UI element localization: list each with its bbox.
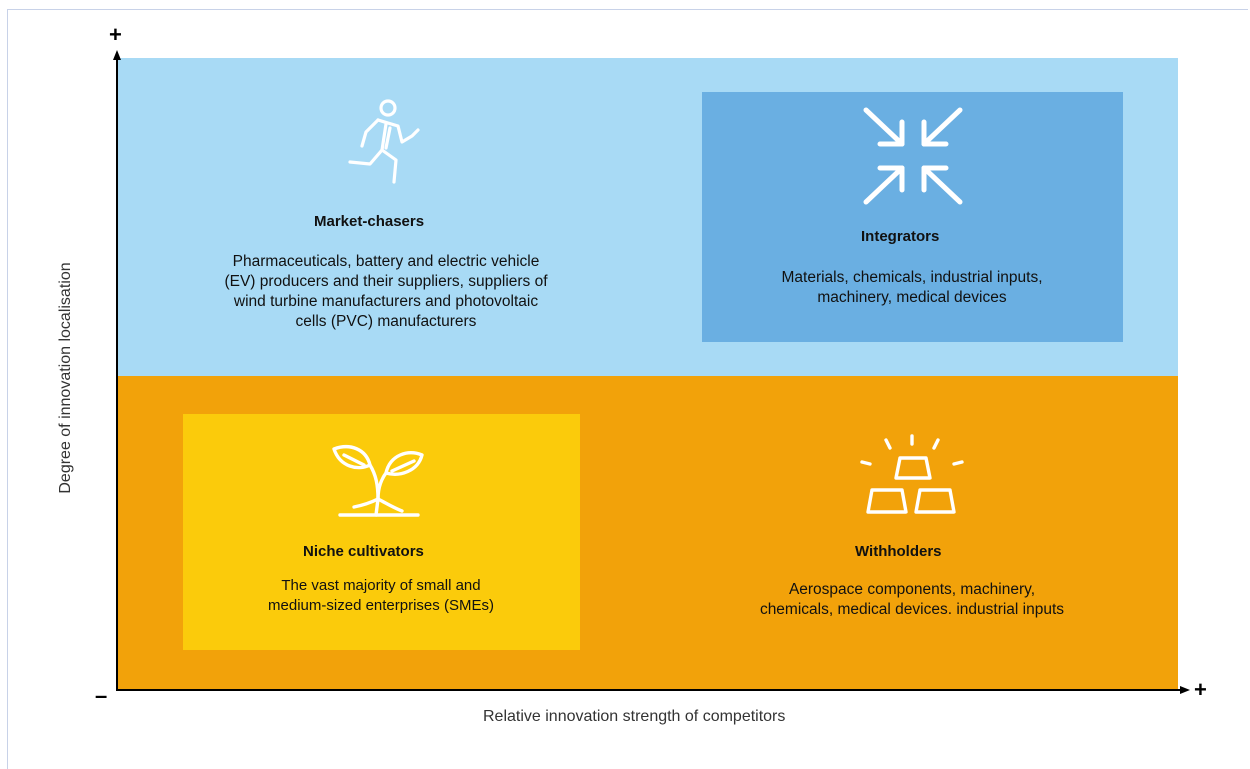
description-line: (EV) producers and their suppliers, supp… (224, 273, 548, 290)
description-line: Pharmaceuticals, battery and electric ve… (232, 253, 540, 270)
market-chasers-description: Pharmaceuticals, battery and electric ve… (186, 252, 586, 332)
description-line: Aerospace components, machinery, (788, 581, 1036, 598)
withholders-title: Withholders (855, 543, 942, 560)
x-axis-label: Relative innovation strength of competit… (483, 708, 786, 725)
sprout-icon (330, 441, 426, 519)
description-line: medium-sized enterprises (SMEs) (268, 597, 494, 614)
description-line: Materials, chemicals, industrial inputs, (781, 269, 1043, 286)
y-axis-arrowhead (113, 50, 121, 60)
y-axis-label: Degree of innovation localisation (57, 262, 74, 494)
gold-bars-icon (856, 434, 968, 518)
x-axis-arrowhead (1180, 686, 1190, 694)
y-axis-plus-sign: + (109, 22, 122, 47)
description-line: wind turbine manufacturers and photovolt… (233, 293, 539, 310)
integrators-title: Integrators (861, 228, 940, 245)
description-line: chemicals, medical devices. industrial i… (759, 601, 1065, 618)
figure-frame (7, 9, 1248, 769)
integrators-box (702, 92, 1123, 342)
description-line: machinery, medical devices (817, 289, 1007, 306)
x-axis-plus-sign: + (1194, 677, 1207, 702)
origin-minus-sign: – (95, 683, 108, 708)
converging-arrows-icon (858, 104, 968, 208)
niche-cultivators-title: Niche cultivators (303, 543, 424, 560)
withholders-description: Aerospace components, machinery, chemica… (712, 580, 1112, 620)
description-line: The vast majority of small and (281, 577, 481, 594)
description-line: cells (PVC) manufacturers (295, 313, 477, 330)
market-chasers-title: Market-chasers (314, 213, 425, 230)
integrators-description: Materials, chemicals, industrial inputs,… (712, 268, 1112, 308)
running-person-icon (340, 98, 424, 188)
niche-cultivators-description: The vast majority of small and medium-si… (220, 576, 542, 616)
niche-cultivators-box (183, 414, 580, 650)
